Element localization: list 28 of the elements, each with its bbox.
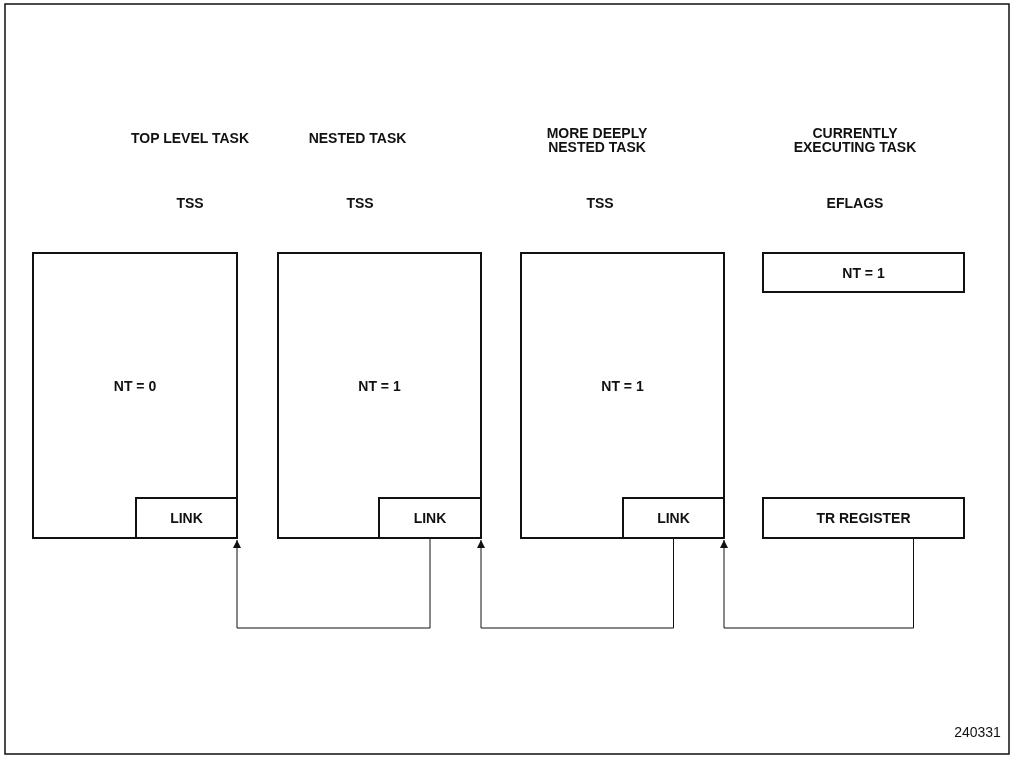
arrow (477, 538, 674, 629)
column-heading: NESTED TASK (307, 131, 408, 145)
arrow (720, 538, 914, 629)
tr-register (762, 497, 965, 539)
tss-box (277, 252, 482, 539)
field-value: TR REGISTER (816, 510, 911, 526)
field-value: LINK (657, 510, 690, 526)
field-value: LINK (170, 510, 203, 526)
column-heading: CURRENTLY EXECUTING TASK (792, 126, 918, 154)
field-value: NT = 1 (601, 378, 644, 394)
register-label: EFLAGS (825, 196, 885, 210)
eflags-register (762, 252, 965, 293)
arrow (233, 538, 431, 629)
field-value: NT = 1 (842, 264, 885, 281)
field-value: LINK (413, 510, 447, 526)
column-heading: MORE DEEPLY NESTED TASK (545, 126, 649, 154)
field-value: NT = 0 (113, 378, 157, 394)
structure-label: TSS (585, 196, 615, 210)
field-value: NT = 1 (358, 378, 401, 394)
link-field (135, 497, 238, 539)
link-field (622, 497, 725, 539)
structure-label: TSS (175, 196, 205, 210)
figure-number: 240331 (953, 725, 1002, 739)
tss-box (32, 252, 238, 539)
link-field (378, 497, 482, 539)
column-heading: TOP LEVEL TASK (130, 131, 250, 145)
tss-box (520, 252, 725, 539)
structure-label: TSS (345, 196, 375, 210)
